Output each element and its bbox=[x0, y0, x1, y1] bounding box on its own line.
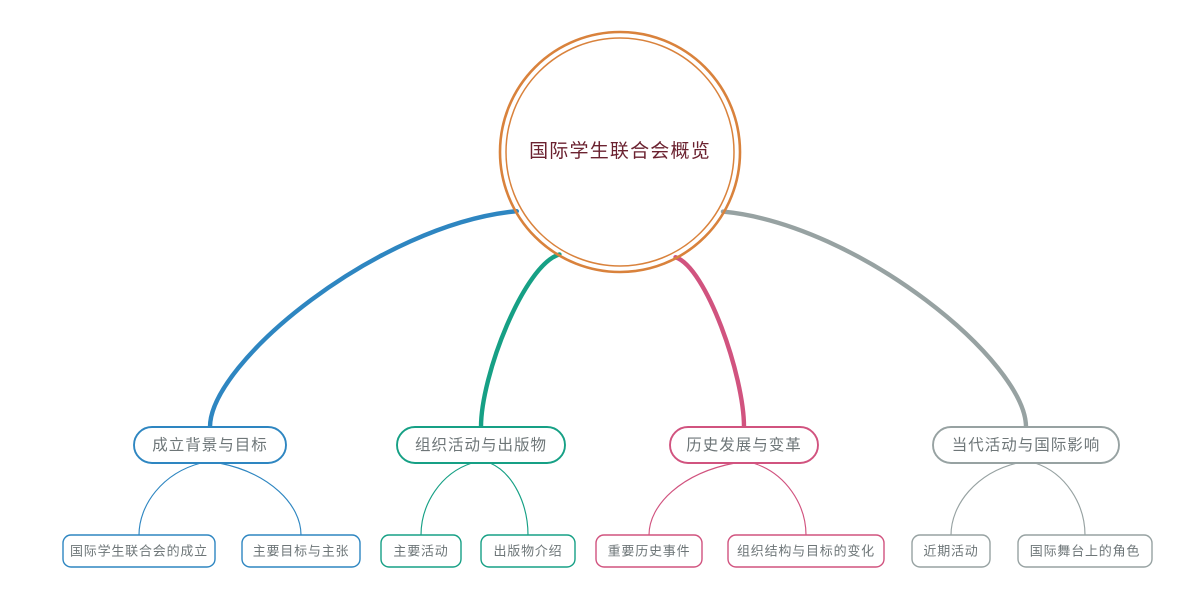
leaf-node-label: 主要目标与主张 bbox=[253, 543, 350, 558]
leaf-node-label: 国际舞台上的角色 bbox=[1030, 543, 1140, 558]
sub-connector-3-2 bbox=[752, 462, 807, 536]
leaf-node-label: 重要历史事件 bbox=[608, 543, 691, 558]
leaf-node-1-1[interactable]: 国际学生联合会的成立 bbox=[62, 534, 216, 568]
leaf-node-3-1[interactable]: 重要历史事件 bbox=[595, 534, 703, 568]
leaf-node-label: 组织结构与目标的变化 bbox=[737, 543, 875, 558]
leaf-node-label: 近期活动 bbox=[923, 543, 978, 558]
sub-connector-1-2 bbox=[218, 462, 302, 536]
branch-node-3[interactable]: 历史发展与变革 bbox=[669, 426, 819, 464]
branch-connectors-group bbox=[207, 208, 1029, 430]
sub-connector-2-1 bbox=[420, 462, 473, 536]
branch-node-label: 历史发展与变革 bbox=[686, 436, 802, 454]
leaf-node-label: 国际学生联合会的成立 bbox=[70, 543, 208, 558]
sub-connector-4-2 bbox=[1034, 462, 1086, 536]
branch-connector-1 bbox=[207, 208, 519, 430]
branch-node-label: 当代活动与国际影响 bbox=[952, 436, 1101, 454]
leaf-nodes-group: 国际学生联合会的成立 主要目标与主张 主要活动 出版物介绍 重要历史事件 组织结构与目标的… bbox=[62, 534, 1153, 568]
center-node-label: 国际学生联合会概览 bbox=[529, 140, 711, 162]
leaf-node-4-2[interactable]: 国际舞台上的角色 bbox=[1017, 534, 1153, 568]
sub-connector-2-2 bbox=[489, 462, 529, 536]
branch-nodes-group: 成立背景与目标 组织活动与出版物 历史发展与变革 当代活动与国际影响 bbox=[133, 426, 1120, 464]
branch-connector-3 bbox=[673, 255, 747, 430]
leaf-node-label: 主要活动 bbox=[393, 543, 448, 558]
branch-connector-4 bbox=[720, 209, 1029, 430]
sub-connector-3-1 bbox=[648, 462, 736, 536]
branch-node-label: 组织活动与出版物 bbox=[415, 436, 547, 454]
sub-connector-1-1 bbox=[138, 462, 202, 536]
branch-node-1[interactable]: 成立背景与目标 bbox=[133, 426, 287, 464]
sub-connectors-group bbox=[138, 462, 1086, 536]
leaf-node-3-2[interactable]: 组织结构与目标的变化 bbox=[727, 534, 885, 568]
leaf-node-2-2[interactable]: 出版物介绍 bbox=[480, 534, 576, 568]
branch-connector-2 bbox=[478, 252, 562, 430]
leaf-node-2-1[interactable]: 主要活动 bbox=[380, 534, 462, 568]
leaf-node-label: 出版物介绍 bbox=[493, 543, 562, 558]
center-node[interactable]: 国际学生联合会概览 bbox=[498, 30, 742, 274]
branch-node-4[interactable]: 当代活动与国际影响 bbox=[932, 426, 1120, 464]
branch-node-label: 成立背景与目标 bbox=[152, 436, 268, 454]
center-ring-outer-circle bbox=[498, 30, 742, 274]
leaf-node-1-2[interactable]: 主要目标与主张 bbox=[241, 534, 361, 568]
leaf-node-4-1[interactable]: 近期活动 bbox=[911, 534, 991, 568]
center-ring-inner-circle bbox=[505, 37, 735, 267]
branch-node-2[interactable]: 组织活动与出版物 bbox=[396, 426, 566, 464]
sub-connector-4-1 bbox=[950, 462, 1018, 536]
